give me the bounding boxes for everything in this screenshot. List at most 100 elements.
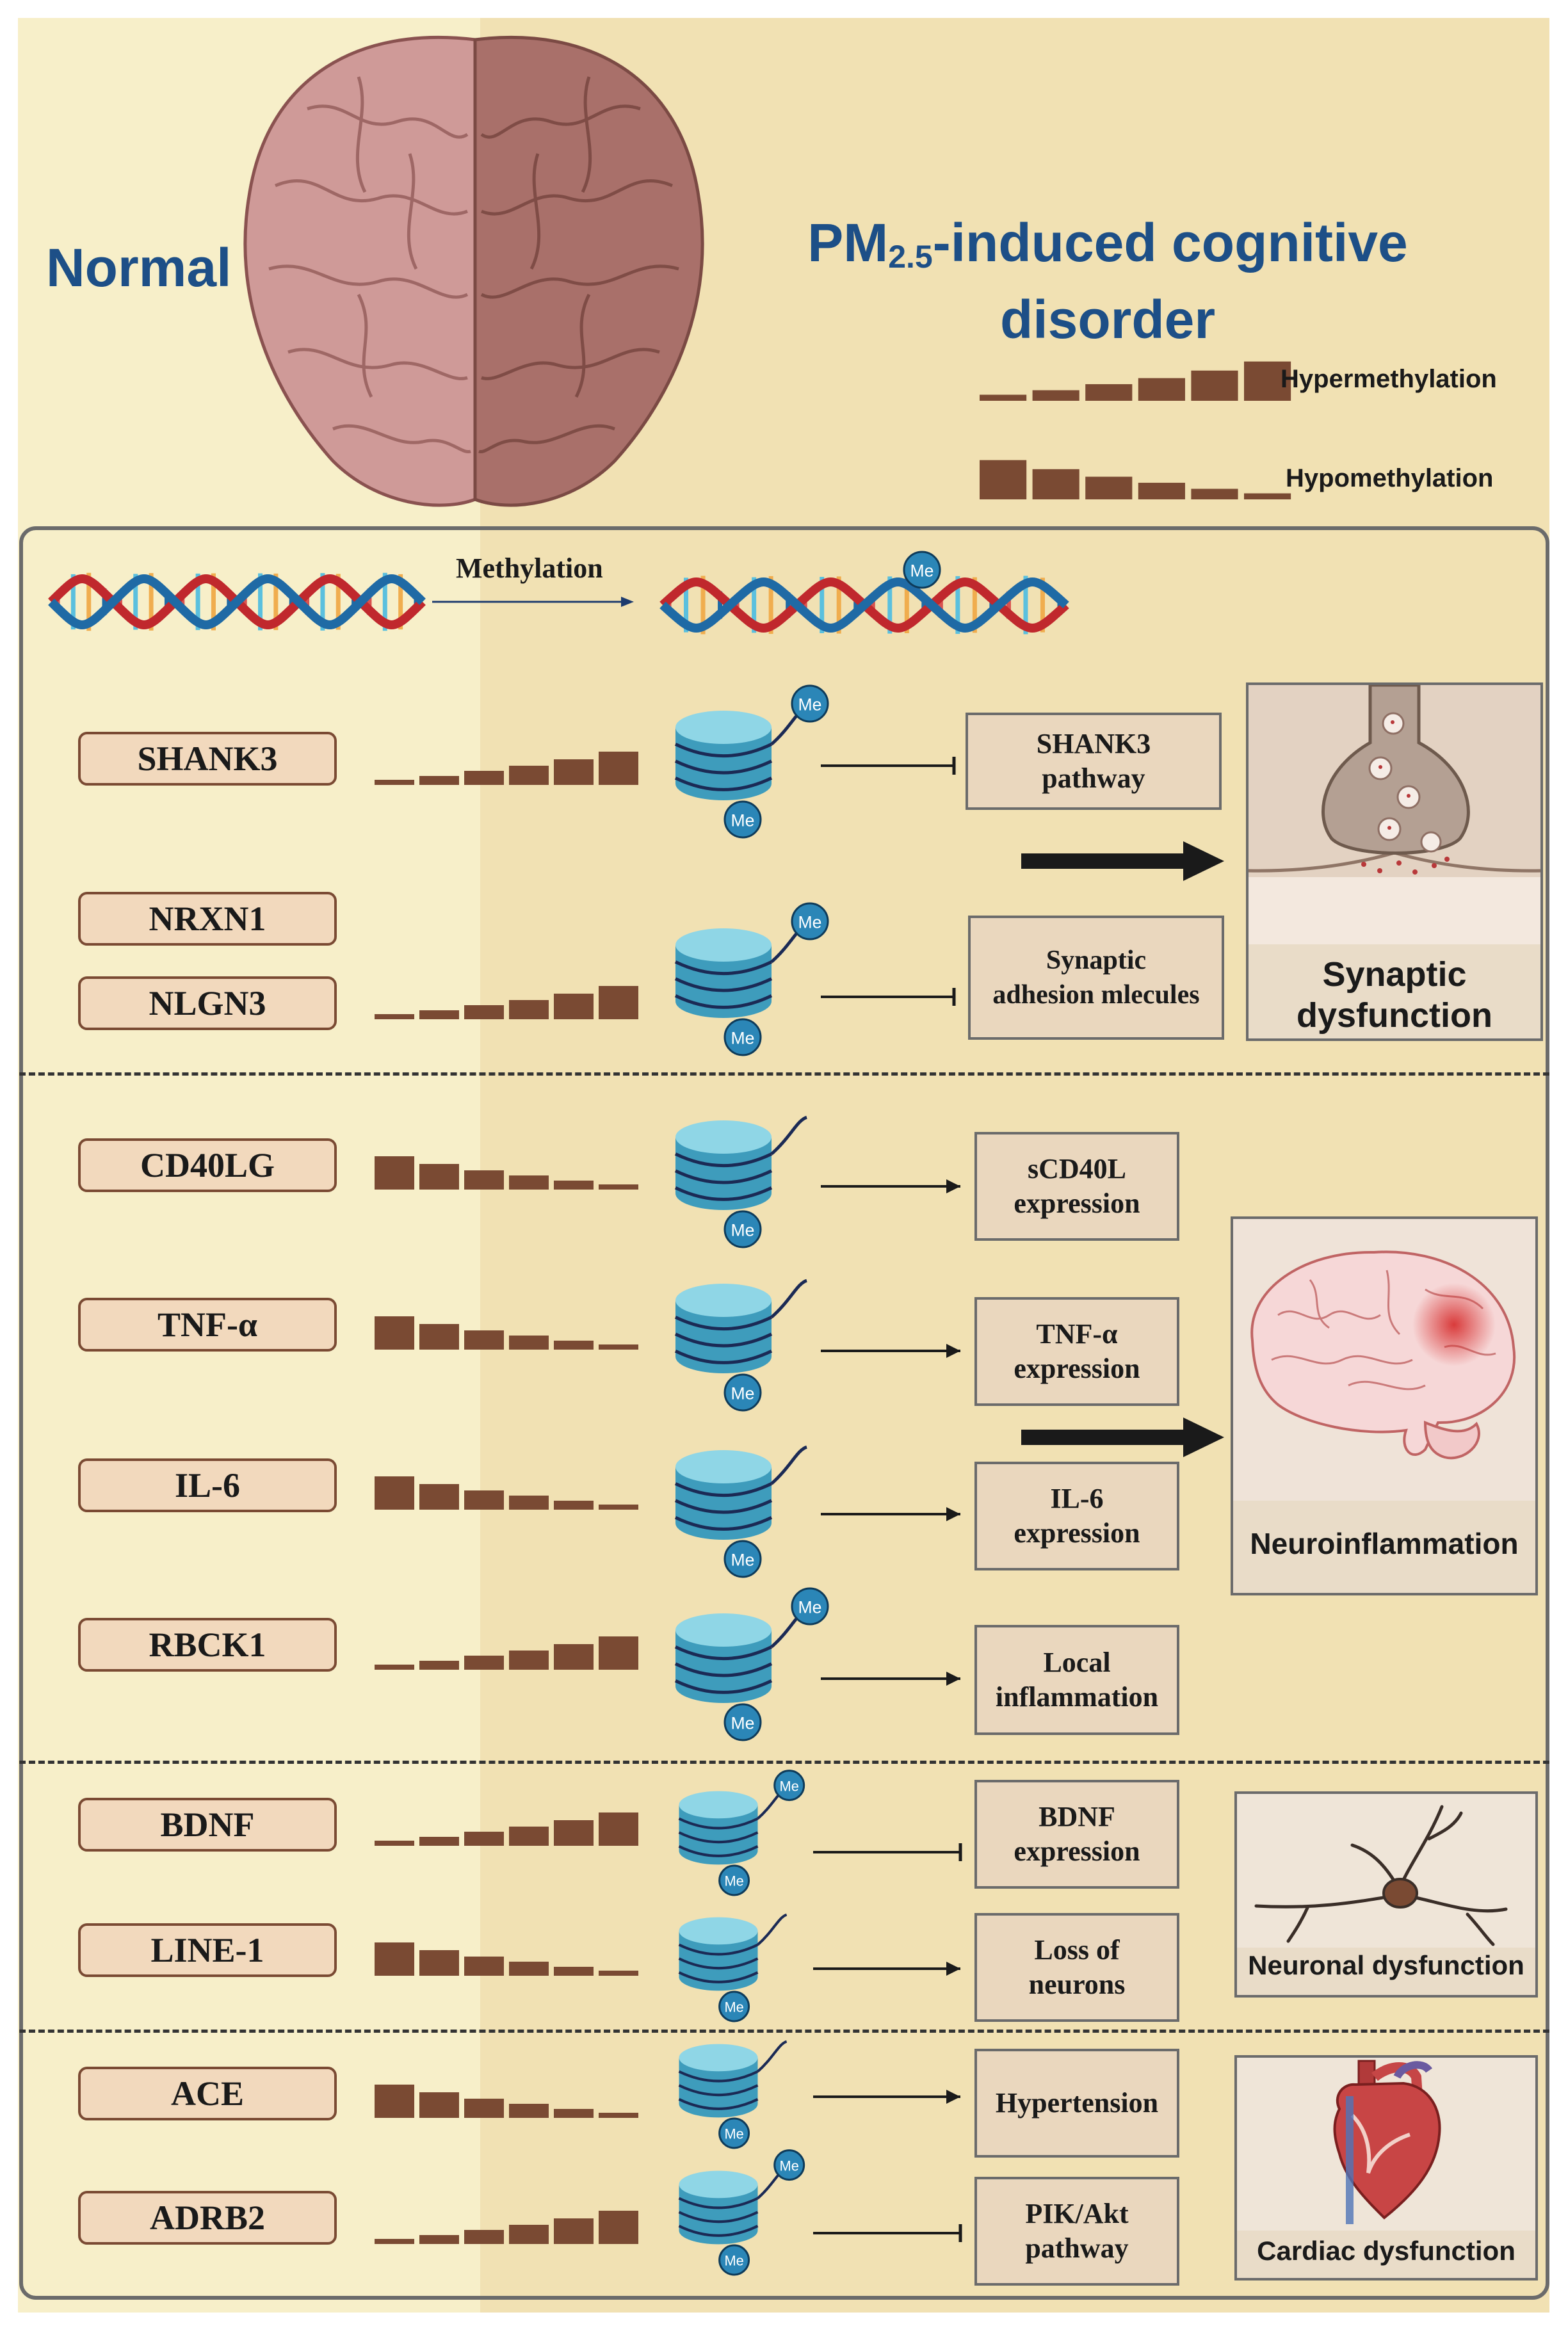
svg-text:Me: Me: [731, 1221, 755, 1240]
methylation-bar: [554, 1181, 594, 1190]
me-methyl-dot: Me: [791, 902, 829, 940]
methylation-bar: [419, 1661, 459, 1670]
activation-arrow: [821, 1344, 960, 1358]
outcome-line: IL-6: [1050, 1483, 1104, 1514]
methylation-row: Me: [375, 2040, 960, 2149]
methylation-bar: [554, 994, 594, 1019]
dna-double-helix: [659, 576, 1069, 634]
gene-nrxn1: NRXN1: [78, 892, 337, 946]
inflamed-brain-illustration: [1233, 1219, 1535, 1501]
svg-text:Me: Me: [731, 1551, 755, 1570]
outcome-line: expression: [1014, 1353, 1140, 1384]
svg-text:Me: Me: [724, 1873, 743, 1889]
methylation-bar: [464, 771, 504, 785]
methylation-row: Me: [375, 1115, 960, 1248]
nucleosome-icon: Me: [674, 1445, 807, 1578]
arrow-to-neuroinflammation: [1021, 1417, 1224, 1457]
outcome-line: Loss of: [1034, 1934, 1120, 1966]
neuron-illustration: [1237, 1794, 1535, 1948]
gene-bdnf: BDNF: [78, 1798, 337, 1852]
svg-text:Me: Me: [780, 1778, 799, 1794]
gene-line-1: LINE-1: [78, 1923, 337, 1977]
methylation-bar: [599, 2113, 638, 2118]
outcome-line: neurons: [1028, 1969, 1126, 2000]
methylation-bar: [419, 1010, 459, 1019]
methylation-bar: [509, 766, 549, 785]
methylation-bar: [419, 2235, 459, 2244]
section-divider: [19, 1072, 1549, 1076]
me-methyl-dot: Me: [723, 1018, 762, 1056]
methylation-bar: [375, 1665, 414, 1670]
svg-text:Me: Me: [724, 2126, 743, 2142]
svg-text:Me: Me: [780, 2158, 799, 2174]
svg-text:Me: Me: [731, 811, 755, 830]
methylation-bar: [464, 1656, 504, 1670]
outcome-line: pathway: [1042, 763, 1145, 794]
svg-text:Me: Me: [798, 1598, 822, 1617]
methylation-bar: [464, 1832, 504, 1846]
me-methyl-dot: Me: [723, 1540, 762, 1578]
methylation-bar: [599, 1812, 638, 1846]
methylation-bar: [509, 1175, 549, 1190]
methylation-bar: [375, 1841, 414, 1846]
methylation-bar: [554, 2218, 594, 2244]
nucleosome-icon: Me: [674, 1115, 807, 1248]
arrow-to-synaptic-dysfunction: [1021, 841, 1224, 881]
svg-text:Me: Me: [910, 561, 934, 581]
activation-arrow: [821, 1507, 960, 1521]
nucleosome-icon: Me: [678, 2040, 788, 2149]
methylation-bar: [464, 1170, 504, 1190]
label-line: dysfunction: [1297, 996, 1492, 1035]
neuroinflammation-label: Neuroinflammation: [1250, 1527, 1519, 1560]
outcome-hypertension: Hypertension: [974, 2049, 1179, 2158]
methylation-bar: [419, 1164, 459, 1190]
methylation-bar: [419, 2092, 459, 2118]
methylation-bar: [599, 2211, 638, 2244]
section-divider: [19, 1761, 1549, 1764]
methylation-row: Me: [375, 1279, 960, 1412]
activation-arrow: [813, 2090, 960, 2104]
outcome-line: expression: [1014, 1836, 1140, 1867]
label-line: Synaptic: [1322, 955, 1467, 994]
methylation-bar: [419, 776, 459, 785]
methylation-bar: [419, 1837, 459, 1846]
me-methyl-dot: Me: [718, 2117, 750, 2149]
methylation-bar: [509, 1827, 549, 1846]
inhibition-line: [813, 2224, 962, 2242]
me-methyl-dot: Me: [723, 1703, 762, 1741]
outcome-line: expression: [1014, 1188, 1140, 1219]
methylation-bar: [375, 2239, 414, 2244]
methylation-bar: [375, 1316, 414, 1350]
section-divider: [19, 2030, 1549, 2033]
pm-subscript: 2.5: [888, 239, 933, 275]
dna-double-helix: [48, 572, 426, 631]
legend-hypo-label: Hypomethylation: [1286, 464, 1494, 492]
result-cardiac-dysfunction: Cardiac dysfunction: [1234, 2055, 1538, 2281]
methylation-bar: [464, 1330, 504, 1350]
methylation-label: Methylation: [456, 553, 603, 584]
methylation-bar: [464, 1490, 504, 1510]
methylation-bar: [464, 1005, 504, 1019]
methylation-bar: [375, 780, 414, 785]
main-panel: [19, 526, 1549, 2300]
methylation-bar: [509, 1962, 549, 1976]
methylation-bar: [509, 1000, 549, 1019]
methylation-bar: [509, 2104, 549, 2118]
activation-arrow: [821, 1672, 960, 1686]
methylation-row: Me: [375, 1913, 960, 2022]
methylation-bar: [1244, 493, 1291, 499]
inhibition-line: [821, 988, 956, 1006]
nucleosome-icon: Me: [674, 1279, 807, 1412]
